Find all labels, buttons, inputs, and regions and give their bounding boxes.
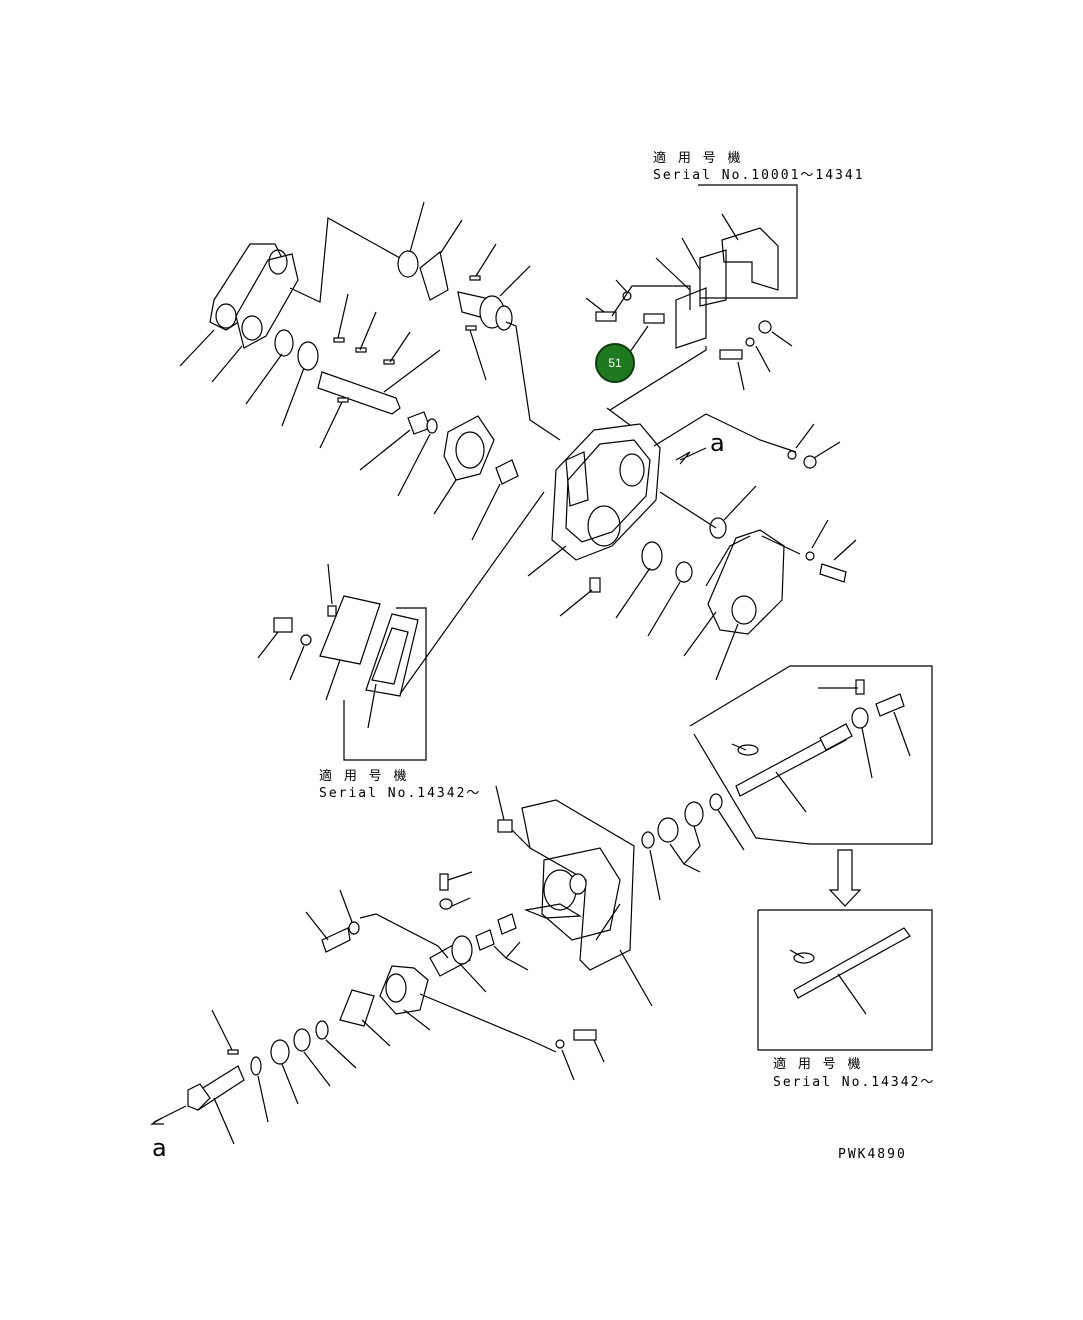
right-side-cover [615, 485, 857, 681]
callout-51[interactable]: 51 [595, 325, 649, 383]
serial-note-top: 適 用 号 機 Serial No.10001～14341 [653, 150, 865, 299]
view-marker-upper: a [710, 429, 725, 457]
pinion-shaft [457, 265, 561, 441]
bushing-and-gear [359, 411, 519, 541]
cover-plate-part [655, 213, 779, 349]
callout-51-marker[interactable] [595, 343, 635, 383]
output-shaft-lower-left: a [149, 1009, 357, 1162]
serial-note-middle: 適 用 号 機 Serial No.14342～ [257, 491, 545, 801]
bearings-upper-left [245, 201, 463, 427]
serial-jp-label-3: 適 用 号 機 [773, 1056, 862, 1072]
left-cover-parts [179, 217, 401, 383]
shaft-inset-lower: 適 用 号 機 Serial No.14342～ [757, 909, 935, 1090]
serial-jp-label-1: 適 用 号 機 [653, 150, 742, 166]
serial-jp-label-2: 適 用 号 機 [319, 768, 408, 784]
serial-bracket-top [698, 184, 798, 299]
serial-en-label-2: Serial No.14342～ [319, 786, 481, 801]
fan-bracket [495, 785, 653, 1007]
serial-en-label-3: Serial No.14342～ [773, 1075, 935, 1090]
bolts-top-right [585, 279, 793, 441]
gear-case: a [527, 413, 841, 617]
lower-left-shaft-parts [305, 871, 529, 993]
lower-housing [339, 965, 605, 1081]
view-marker-lower: a [152, 1134, 167, 1162]
drawing-code: PWK4890 [838, 1147, 907, 1162]
lower-bearings-right [641, 793, 745, 901]
shaft-and-pins [317, 243, 497, 449]
serial-en-label-1: Serial No.10001～14341 [653, 168, 865, 183]
shaft-inset-upper [689, 665, 933, 907]
callout-51-label: 51 [608, 356, 622, 370]
